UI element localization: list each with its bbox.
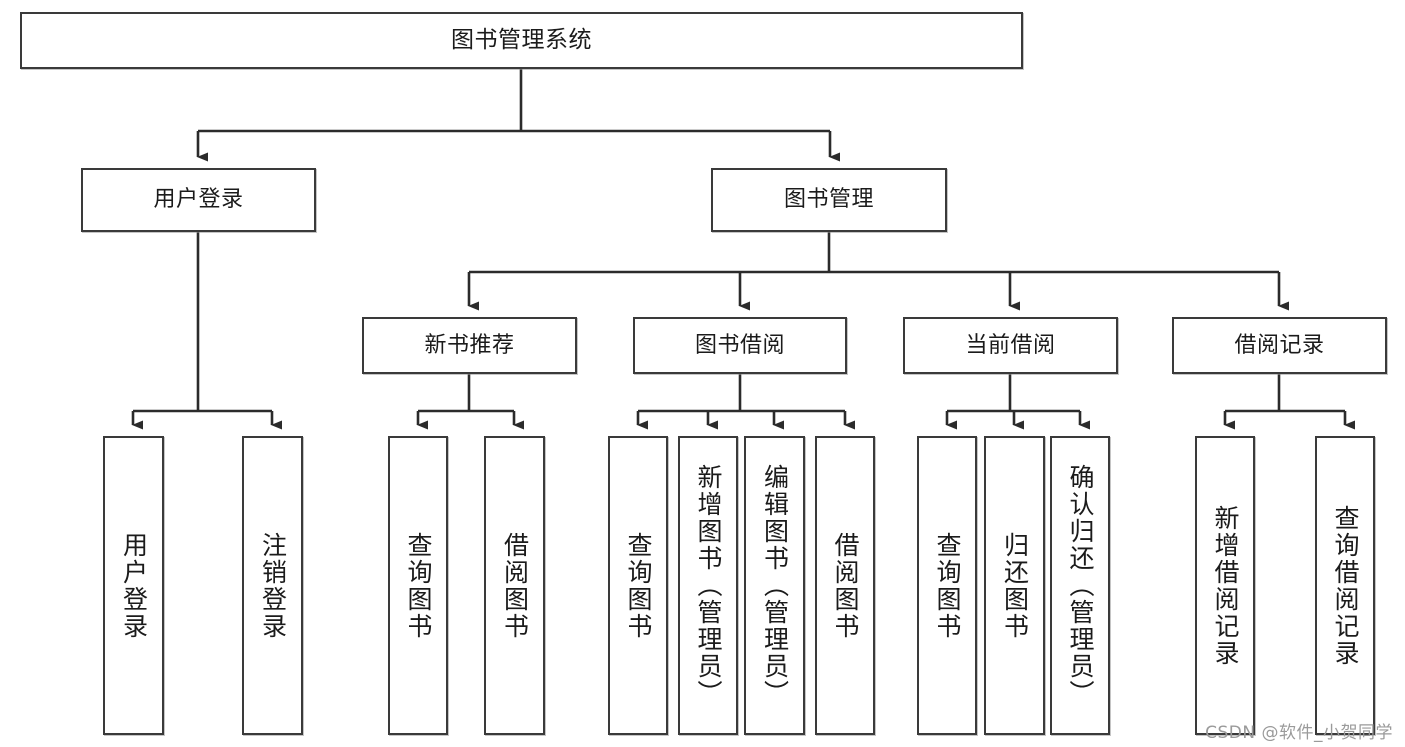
node-borrow-record[interactable]: 借阅记录	[1172, 317, 1387, 374]
leaf-confirm-return-admin[interactable]: 确认归还（管理员）	[1050, 436, 1110, 735]
leaf-borrow-book[interactable]: 借阅图书	[815, 436, 875, 735]
node-user-login[interactable]: 用户登录	[81, 168, 316, 232]
leaf-query-book-borrow[interactable]: 查询图书	[608, 436, 668, 735]
node-label: 图书借阅	[694, 332, 785, 358]
leaf-add-borrow-record[interactable]: 新增借阅记录	[1195, 436, 1255, 735]
node-current-borrow[interactable]: 当前借阅	[903, 317, 1118, 374]
leaf-user-login[interactable]: 用户登录	[103, 436, 164, 735]
node-label: 编辑图书（管理员）	[760, 464, 790, 707]
node-root-book-management-system[interactable]: 图书管理系统	[20, 12, 1023, 69]
node-label: 查询借阅记录	[1331, 504, 1360, 667]
node-label: 借阅图书	[500, 531, 530, 640]
node-new-book-recommend[interactable]: 新书推荐	[362, 317, 577, 374]
node-label: 新增借阅记录	[1211, 504, 1240, 667]
node-label: 查询图书	[624, 531, 653, 640]
leaf-query-book-current[interactable]: 查询图书	[917, 436, 977, 735]
leaf-edit-book-admin[interactable]: 编辑图书（管理员）	[744, 436, 805, 735]
leaf-query-borrow-record[interactable]: 查询借阅记录	[1315, 436, 1375, 735]
node-book-management[interactable]: 图书管理	[711, 168, 947, 232]
node-label: 用户登录	[119, 531, 149, 640]
node-label: 借阅图书	[831, 531, 860, 640]
watermark-text: CSDN @软件_小贺同学	[1205, 723, 1393, 743]
leaf-return-book[interactable]: 归还图书	[984, 436, 1045, 735]
node-label: 查询图书	[404, 531, 433, 640]
leaf-borrow-book-recommend[interactable]: 借阅图书	[484, 436, 545, 735]
node-label: 借阅记录	[1234, 332, 1325, 358]
leaf-add-book-admin[interactable]: 新增图书（管理员）	[678, 436, 738, 735]
node-label: 注销登录	[258, 531, 288, 640]
node-label: 当前借阅	[965, 332, 1056, 358]
node-label: 用户登录	[153, 187, 244, 213]
node-label: 新书推荐	[424, 332, 515, 358]
node-label: 图书管理	[783, 187, 874, 213]
node-label: 查询图书	[933, 531, 962, 640]
node-book-borrow[interactable]: 图书借阅	[633, 317, 847, 374]
node-label: 新增图书（管理员）	[694, 464, 723, 707]
leaf-logout[interactable]: 注销登录	[242, 436, 303, 735]
node-label: 图书管理系统	[451, 27, 592, 54]
leaf-query-book-recommend[interactable]: 查询图书	[388, 436, 448, 735]
node-label: 归还图书	[1000, 531, 1030, 640]
node-label: 确认归还（管理员）	[1066, 464, 1095, 707]
